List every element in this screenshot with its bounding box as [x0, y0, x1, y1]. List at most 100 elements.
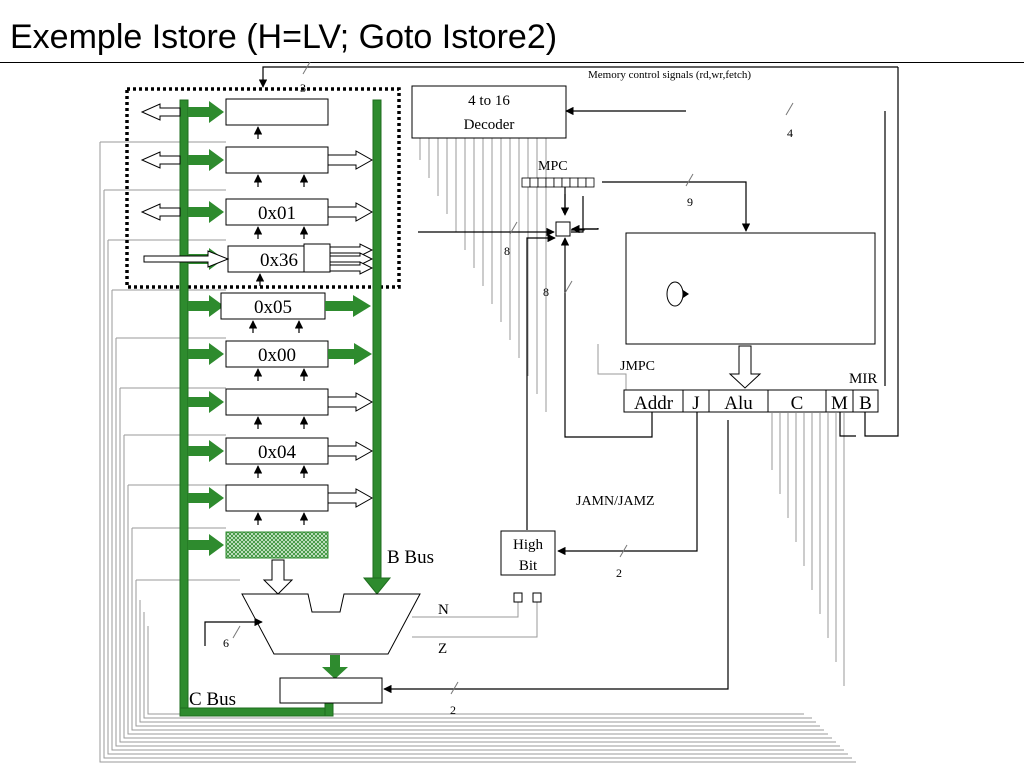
c-bus-input-arrowhead	[209, 440, 224, 462]
c-bus-input-arrowhead	[209, 487, 224, 509]
mpc-bit	[553, 177, 563, 188]
control-store	[625, 232, 876, 345]
register-box	[225, 388, 329, 416]
memory-output-arrow	[140, 103, 181, 121]
c-bus-input-arrow	[188, 446, 210, 456]
h-to-alu-arrow	[262, 559, 294, 595]
register-box	[220, 292, 326, 320]
mpc-bit	[585, 177, 595, 188]
shifter	[279, 677, 383, 704]
wire-count-top-loop: 3	[300, 81, 306, 95]
b-bus-output-arrowhead	[353, 295, 371, 317]
title-divider	[0, 62, 1024, 63]
mpc-label: MPC	[538, 159, 568, 174]
page-title: Exemple Istore (H=LV; Goto Istore2)	[10, 18, 558, 56]
c-bus-input-arrow	[188, 349, 210, 359]
b-bus-output-arrow	[327, 441, 374, 461]
mbr-output-arrow	[329, 252, 374, 266]
mir-field-label: J	[692, 393, 699, 414]
wire-count-decoder-to-mux: 8	[504, 244, 510, 258]
control-wires	[99, 138, 856, 763]
mpc-register	[521, 177, 595, 188]
register-value: 0x05	[254, 297, 292, 318]
b-bus-bar	[372, 99, 382, 581]
mpc-bit	[545, 177, 555, 188]
decoder-label-line1: 4 to 16	[468, 93, 510, 109]
b-bus-output-arrow	[325, 301, 355, 311]
register-box	[225, 98, 329, 126]
b-bus-output-arrow	[327, 150, 374, 170]
c-bus-input-arrowhead	[209, 295, 224, 317]
alu-output-arrow-shaft	[330, 655, 340, 669]
alu-output-arrowhead	[322, 667, 348, 679]
register	[140, 98, 329, 139]
c-bus-input-arrowhead	[209, 391, 224, 413]
register: 0x05	[188, 292, 371, 333]
alu-shape	[241, 593, 421, 655]
register-value: 0x36	[260, 250, 298, 271]
c-bus-input-arrow	[188, 207, 210, 217]
mbr-output-arrow	[329, 261, 374, 275]
register	[140, 146, 374, 187]
control-store-pointer-icon	[666, 281, 684, 307]
b-bus-output-arrow	[327, 202, 374, 222]
mpc-bit	[521, 177, 531, 188]
register-stack: 0x01 0x36 0x05 0x00 0x04	[140, 98, 374, 595]
store-to-mir-arrow	[728, 345, 762, 389]
c-bus-bar	[179, 99, 189, 717]
mir-field-label: C	[791, 393, 804, 414]
selection-frame	[125, 87, 401, 289]
register-box	[225, 484, 329, 512]
high-bit-box	[500, 530, 556, 576]
control-store-pointer-tip	[683, 290, 689, 298]
wire-count-addr-to-mux: 8	[543, 285, 549, 299]
register: 0x00	[188, 340, 372, 381]
wire-count-to-high-bit: 2	[616, 566, 622, 580]
wire-count-alu-control: 6	[223, 636, 229, 650]
b-bus-output-arrow	[327, 392, 374, 412]
z-flag-label: Z	[438, 641, 447, 657]
z-flag-flipflop	[532, 592, 542, 603]
c-bus-input-arrowhead	[209, 534, 224, 556]
mpc-bit	[577, 177, 587, 188]
register: 0x36	[143, 243, 374, 286]
mir-field-label: Addr	[634, 393, 674, 414]
register: 0x01	[140, 198, 374, 239]
c-bus-input-arrow	[188, 155, 210, 165]
wire-count-shifter-control: 2	[450, 703, 456, 717]
mpc-bit	[569, 177, 579, 188]
register: 0x04	[188, 437, 374, 478]
n-flag-label: N	[438, 602, 449, 618]
mir-field-label: Alu	[724, 393, 753, 414]
mir-field-label: B	[859, 393, 872, 414]
signal-lines	[204, 61, 899, 695]
jmpc-label: JMPC	[620, 359, 655, 374]
c-bus-input-arrow	[188, 107, 210, 117]
memory-signals-label: Memory control signals (rd,wr,fetch)	[588, 69, 751, 81]
c-bus-input-arrowhead	[209, 343, 224, 365]
c-bus-input-arrow	[188, 301, 210, 311]
jamn-jamz-label: JAMN/JAMZ	[576, 494, 655, 509]
high-bit-label-line2: Bit	[519, 558, 538, 574]
mpc-mux	[555, 221, 571, 237]
register	[188, 484, 374, 525]
register-box	[225, 146, 329, 174]
b-bus-output-arrow	[328, 349, 356, 359]
b-bus-label: B Bus	[387, 547, 434, 568]
h-register-box	[225, 531, 329, 559]
register-box	[225, 340, 329, 368]
n-flag-flipflop	[513, 592, 523, 603]
register	[188, 388, 374, 429]
mpc-bit	[537, 177, 547, 188]
high-bit-label-line1: High	[513, 537, 544, 553]
wire-count-decoder-in: 4	[787, 126, 793, 140]
c-bus-input-arrowhead	[209, 149, 224, 171]
b-bus-output-arrow	[327, 488, 374, 508]
mir-label: MIR	[849, 371, 877, 387]
memory-output-arrow	[140, 151, 181, 169]
c-bus-input-arrow	[188, 397, 210, 407]
mbr-output-arrow	[329, 243, 374, 257]
c-bus-label: C Bus	[189, 689, 236, 710]
